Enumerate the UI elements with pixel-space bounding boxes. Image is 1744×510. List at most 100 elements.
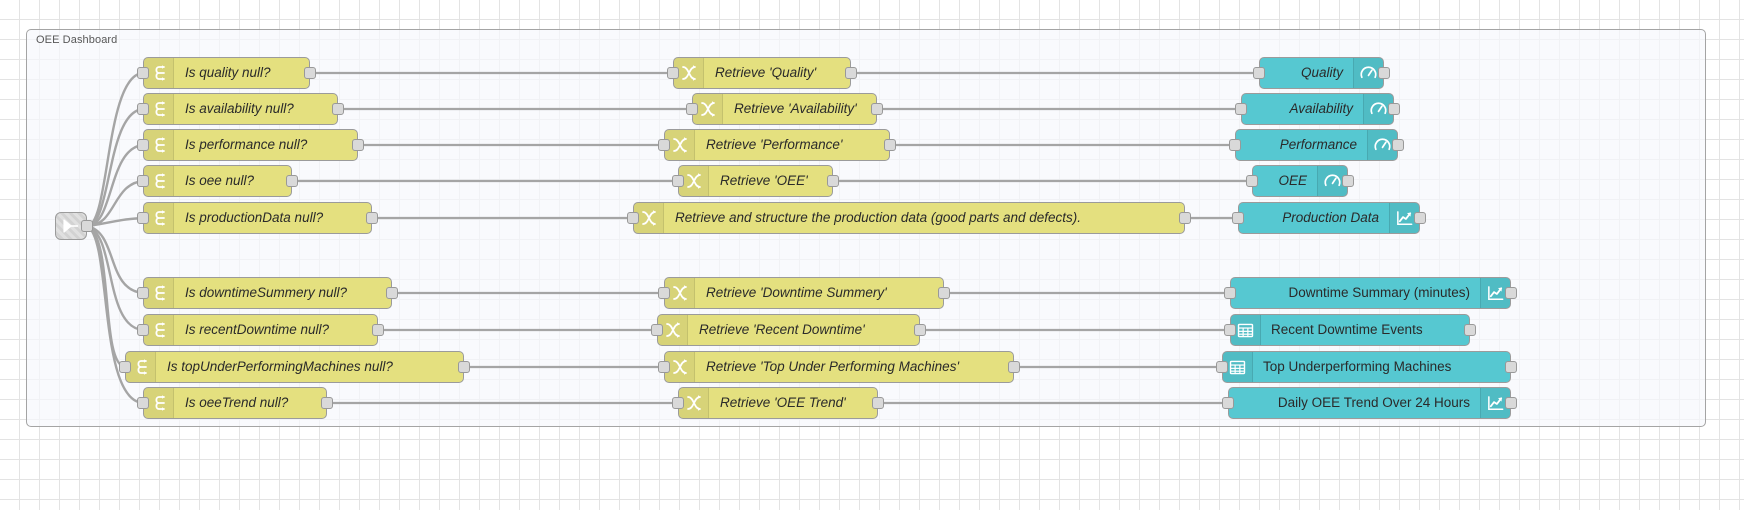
port-in[interactable] xyxy=(672,175,684,187)
port-out[interactable] xyxy=(386,287,398,299)
switch-node-quality[interactable]: Is quality null? xyxy=(137,57,316,89)
port-in[interactable] xyxy=(137,103,149,115)
dashboard-chart-downtime-summary[interactable]: Downtime Summary (minutes) xyxy=(1224,277,1517,309)
port-out[interactable] xyxy=(1008,361,1020,373)
switch-node-production-data[interactable]: Is productionData null? xyxy=(137,202,378,234)
port-out[interactable] xyxy=(827,175,839,187)
port-out[interactable] xyxy=(321,397,333,409)
port-in[interactable] xyxy=(658,361,670,373)
port-in[interactable] xyxy=(627,212,639,224)
node-label: Is topUnderPerformingMachines null? xyxy=(167,359,393,375)
port-out[interactable] xyxy=(871,103,883,115)
dashboard-gauge-quality[interactable]: Quality xyxy=(1253,57,1390,89)
change-node-availability[interactable]: Retrieve 'Availability' xyxy=(686,93,883,125)
port-out[interactable] xyxy=(938,287,950,299)
port-out[interactable] xyxy=(1505,287,1517,299)
change-icon xyxy=(665,130,695,160)
port-out[interactable] xyxy=(1505,361,1517,373)
port-in[interactable] xyxy=(1246,175,1258,187)
dashboard-chart-daily-oee-trend[interactable]: Daily OEE Trend Over 24 Hours xyxy=(1222,387,1517,419)
change-icon xyxy=(634,203,664,233)
change-icon xyxy=(674,58,704,88)
port-in[interactable] xyxy=(137,212,149,224)
port-in[interactable] xyxy=(137,139,149,151)
port-out[interactable] xyxy=(1388,103,1400,115)
switch-node-top-underperforming-machines[interactable]: Is topUnderPerformingMachines null? xyxy=(119,351,470,383)
port-out[interactable] xyxy=(845,67,857,79)
switch-node-oee[interactable]: Is oee null? xyxy=(137,165,298,197)
port-out[interactable] xyxy=(1392,139,1404,151)
port-out[interactable] xyxy=(352,139,364,151)
port-in[interactable] xyxy=(1224,324,1236,336)
port-out[interactable] xyxy=(1464,324,1476,336)
port-out[interactable] xyxy=(332,103,344,115)
node-label: Is downtimeSummery null? xyxy=(185,285,348,301)
switch-node-availability[interactable]: Is availability null? xyxy=(137,93,344,125)
switch-icon xyxy=(144,94,174,124)
switch-icon xyxy=(144,58,174,88)
port-in[interactable] xyxy=(651,324,663,336)
port-in[interactable] xyxy=(658,139,670,151)
dashboard-gauge-availability[interactable]: Availability xyxy=(1235,93,1400,125)
switch-node-performance[interactable]: Is performance null? xyxy=(137,129,364,161)
node-label: Is recentDowntime null? xyxy=(185,322,330,338)
port-in[interactable] xyxy=(658,287,670,299)
port-out[interactable] xyxy=(372,324,384,336)
switch-node-recent-downtime[interactable]: Is recentDowntime null? xyxy=(137,314,384,346)
dashboard-table-recent-downtime-events[interactable]: Recent Downtime Events xyxy=(1224,314,1476,346)
node-label: Retrieve 'Performance' xyxy=(706,137,843,153)
port-in[interactable] xyxy=(1216,361,1228,373)
dashboard-chart-production-data[interactable]: Production Data xyxy=(1232,202,1426,234)
port-in[interactable] xyxy=(1224,287,1236,299)
node-label: Availability xyxy=(1289,101,1353,117)
switch-icon xyxy=(144,130,174,160)
port-in[interactable] xyxy=(667,67,679,79)
port-out[interactable] xyxy=(1179,212,1191,224)
dashboard-gauge-oee[interactable]: OEE xyxy=(1246,165,1354,197)
port-in[interactable] xyxy=(137,397,149,409)
port-out[interactable] xyxy=(458,361,470,373)
change-node-top-underperforming-machines[interactable]: Retrieve 'Top Under Performing Machines' xyxy=(658,351,1020,383)
port-in[interactable] xyxy=(672,397,684,409)
dashboard-gauge-performance[interactable]: Performance xyxy=(1229,129,1404,161)
port-out[interactable] xyxy=(304,67,316,79)
change-icon xyxy=(665,278,695,308)
change-node-quality[interactable]: Retrieve 'Quality' xyxy=(667,57,857,89)
switch-node-downtime-summary[interactable]: Is downtimeSummery null? xyxy=(137,277,398,309)
node-label: Is availability null? xyxy=(185,101,294,117)
port-out[interactable] xyxy=(286,175,298,187)
node-label: Recent Downtime Events xyxy=(1271,322,1423,338)
port-out[interactable] xyxy=(1414,212,1426,224)
port-in[interactable] xyxy=(1253,67,1265,79)
port-in[interactable] xyxy=(137,175,149,187)
change-node-downtime-summary[interactable]: Retrieve 'Downtime Summery' xyxy=(658,277,950,309)
port-out[interactable] xyxy=(884,139,896,151)
switch-node-oee-trend[interactable]: Is oeeTrend null? xyxy=(137,387,333,419)
port-in[interactable] xyxy=(1229,139,1241,151)
port-out[interactable] xyxy=(1378,67,1390,79)
port-out[interactable] xyxy=(1505,397,1517,409)
port-in[interactable] xyxy=(1235,103,1247,115)
port-out[interactable] xyxy=(872,397,884,409)
link-in-icon xyxy=(63,219,78,233)
change-node-performance[interactable]: Retrieve 'Performance' xyxy=(658,129,896,161)
port-in[interactable] xyxy=(137,287,149,299)
change-node-oee-trend[interactable]: Retrieve 'OEE Trend' xyxy=(672,387,884,419)
port-in[interactable] xyxy=(119,361,131,373)
port-out[interactable] xyxy=(366,212,378,224)
port-out[interactable] xyxy=(914,324,926,336)
port-out[interactable] xyxy=(81,220,93,232)
change-node-recent-downtime[interactable]: Retrieve 'Recent Downtime' xyxy=(651,314,926,346)
port-in[interactable] xyxy=(1232,212,1244,224)
link-in-node[interactable] xyxy=(55,212,93,240)
port-in[interactable] xyxy=(137,324,149,336)
dashboard-table-top-underperforming-machines[interactable]: Top Underperforming Machines xyxy=(1216,351,1517,383)
port-in[interactable] xyxy=(137,67,149,79)
port-out[interactable] xyxy=(1342,175,1354,187)
port-in[interactable] xyxy=(1222,397,1234,409)
port-in[interactable] xyxy=(686,103,698,115)
node-label: Is oee null? xyxy=(185,173,255,189)
change-node-oee[interactable]: Retrieve 'OEE' xyxy=(672,165,839,197)
change-node-production-data[interactable]: Retrieve and structure the production da… xyxy=(627,202,1191,234)
